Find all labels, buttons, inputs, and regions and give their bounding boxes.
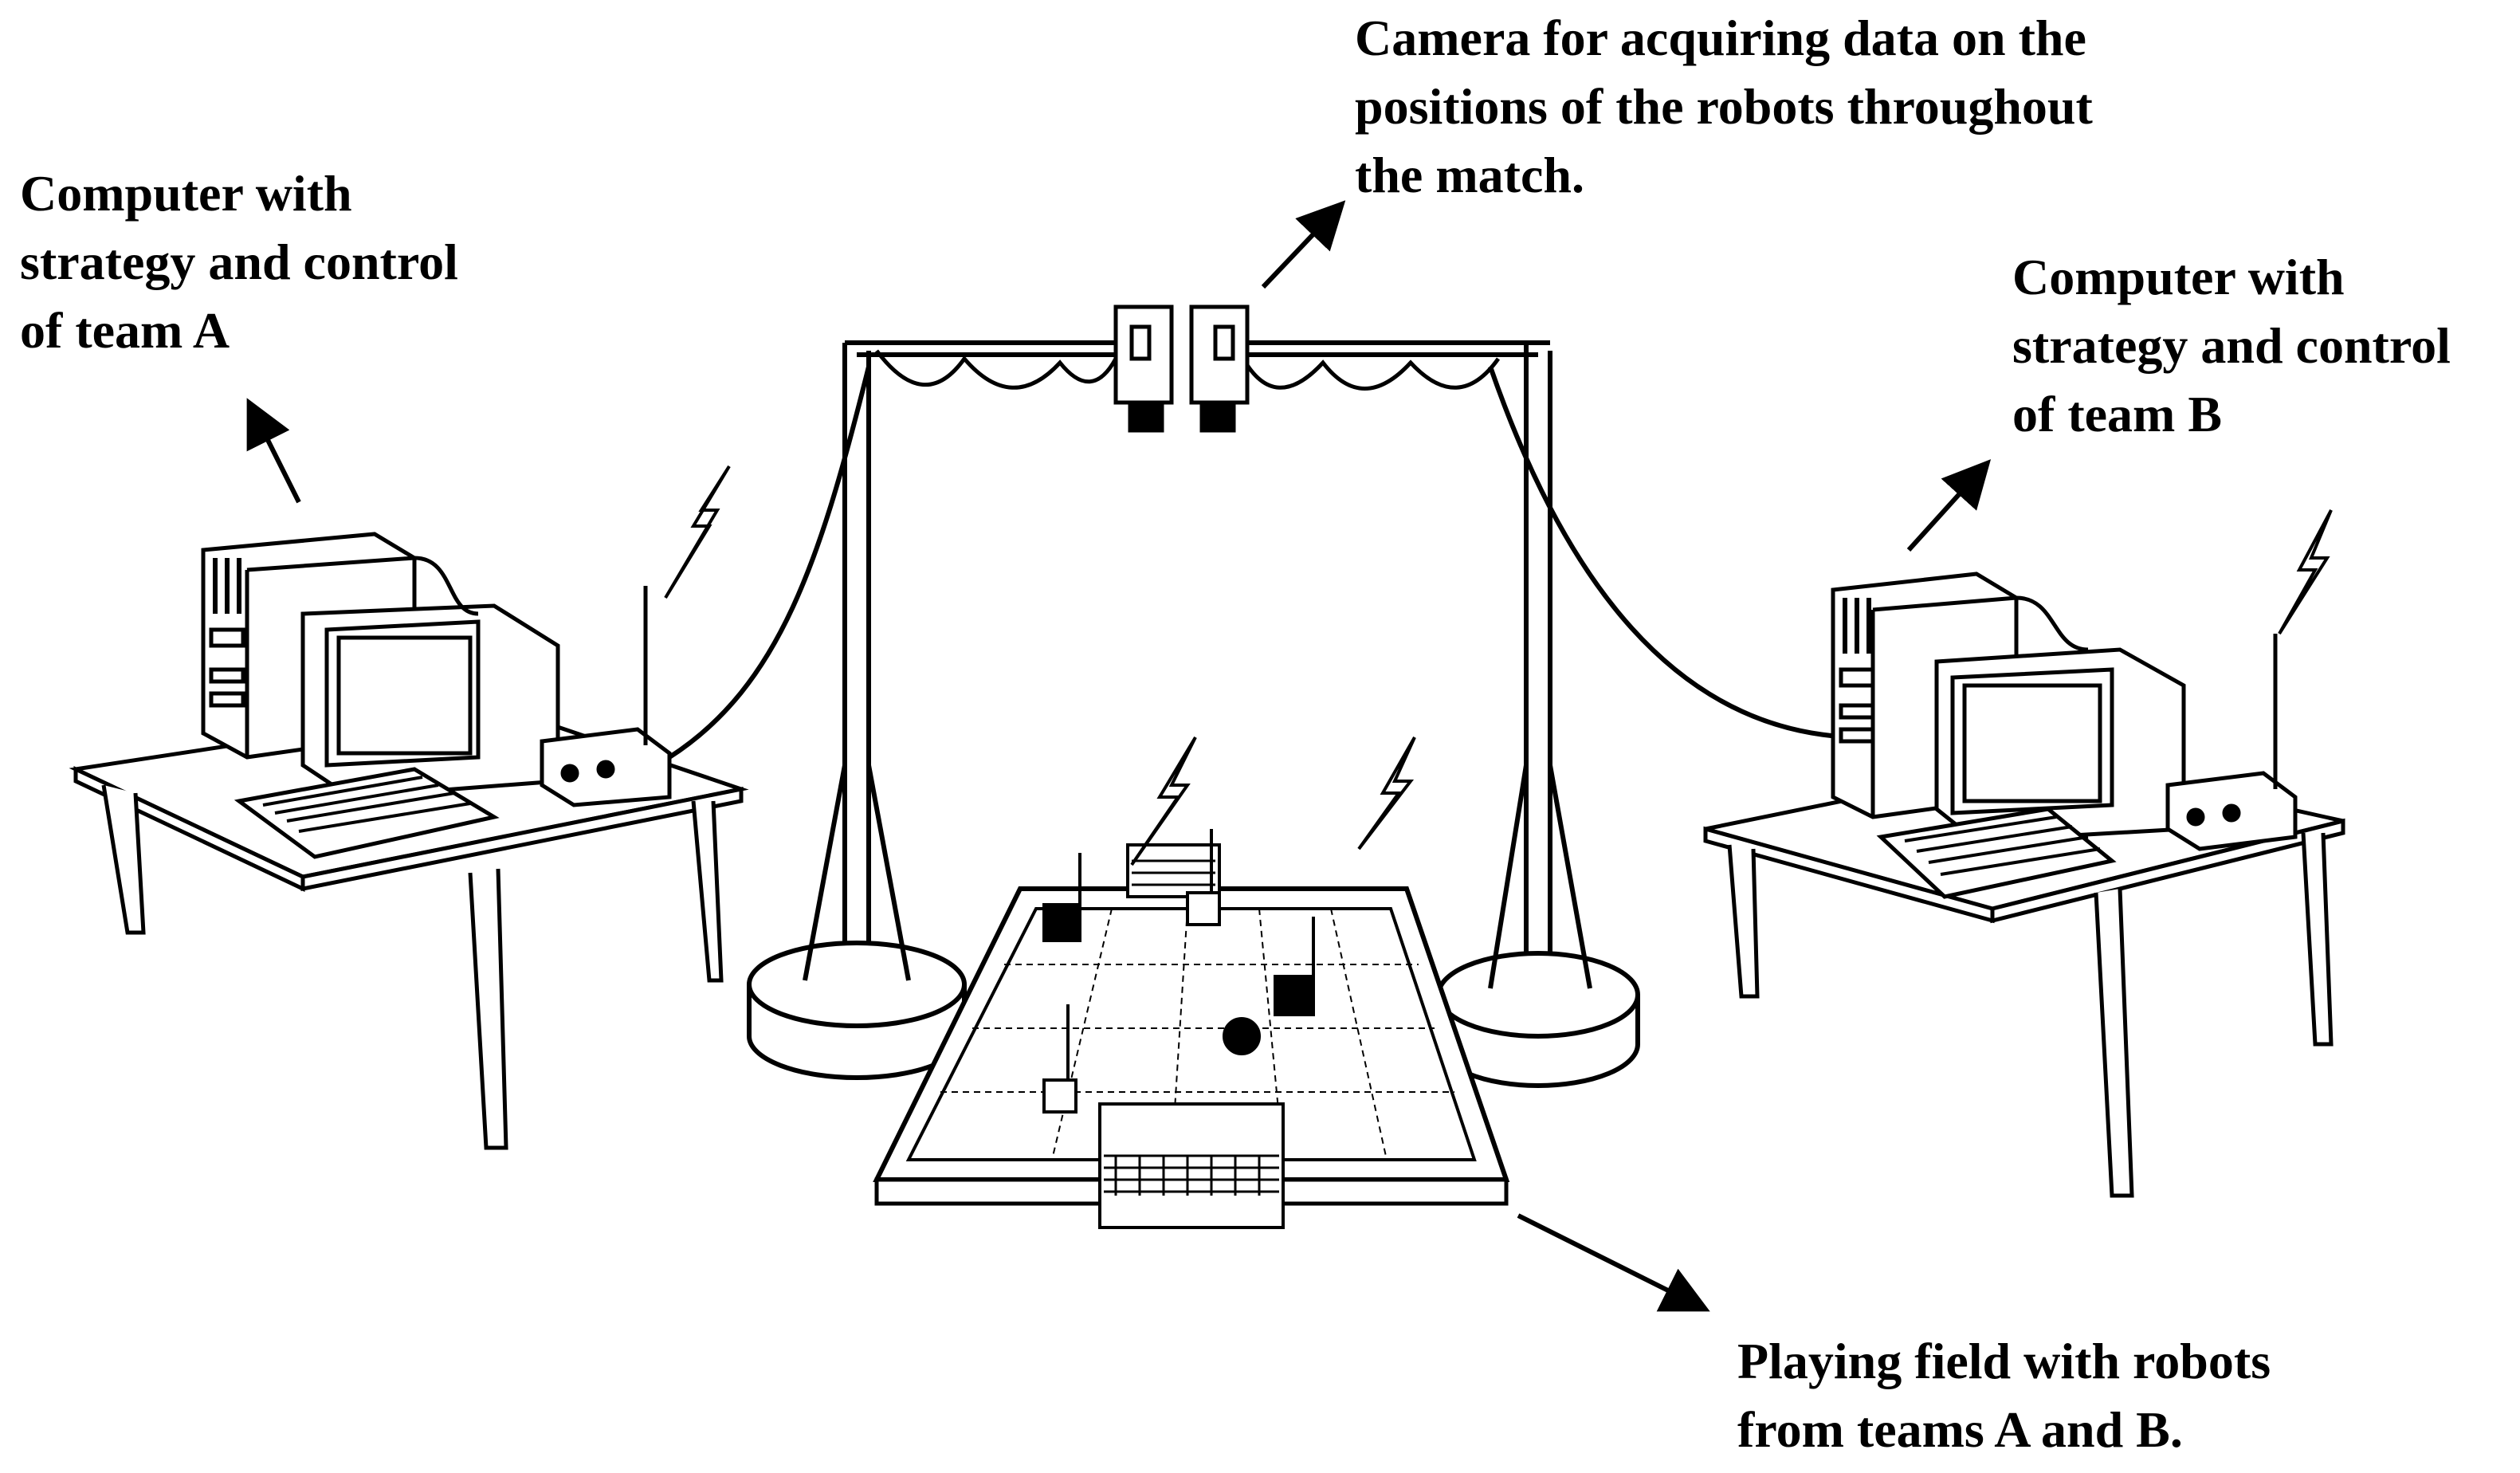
- label-line: Computer with: [20, 165, 352, 222]
- label-line: strategy and control: [20, 234, 458, 290]
- robots: [1042, 829, 1315, 1114]
- goal-icon: [1098, 843, 1285, 1229]
- keyboard-icon: [234, 767, 500, 859]
- camera-gantry: [668, 340, 1858, 1088]
- keyboard-icon: [1876, 807, 2117, 899]
- radio-transmitter-icon: [540, 586, 672, 807]
- wireless-signal-icon: [664, 465, 2333, 866]
- label-line: Camera for acquiring data on the: [1355, 10, 2086, 66]
- label-camera: Camera for acquiring data on the positio…: [1355, 4, 2093, 210]
- robot-icon: [1042, 1004, 1077, 1114]
- label-computer-team-b: Computer with strategy and control of te…: [2012, 243, 2451, 449]
- radio-transmitter-icon: [2165, 634, 2298, 851]
- desk-team-b: [1703, 572, 2345, 1198]
- label-line: of team B: [2012, 386, 2223, 442]
- arrow-icon: [246, 200, 1992, 1312]
- robot-icon: [1186, 829, 1221, 926]
- label-playing-field: Playing field with robots from teams A a…: [1737, 1327, 2271, 1464]
- playing-field: [873, 843, 1510, 1229]
- label-line: positions of the robots throughout: [1355, 78, 2093, 135]
- label-line: the match.: [1355, 147, 1584, 203]
- camera-icon: [1113, 304, 1250, 433]
- label-line: strategy and control: [2012, 317, 2451, 374]
- robot-icon: [1042, 853, 1081, 942]
- ball-icon: [1223, 1017, 1261, 1055]
- label-computer-team-a: Computer with strategy and control of te…: [20, 159, 458, 365]
- label-line: from teams A and B.: [1737, 1401, 2183, 1458]
- robot-icon: [1274, 917, 1315, 1016]
- label-line: of team A: [20, 302, 230, 359]
- desk-team-a: [69, 532, 749, 1150]
- label-line: Playing field with robots: [1737, 1333, 2271, 1389]
- monitor-icon: [1934, 647, 2186, 867]
- label-line: Computer with: [2012, 249, 2345, 305]
